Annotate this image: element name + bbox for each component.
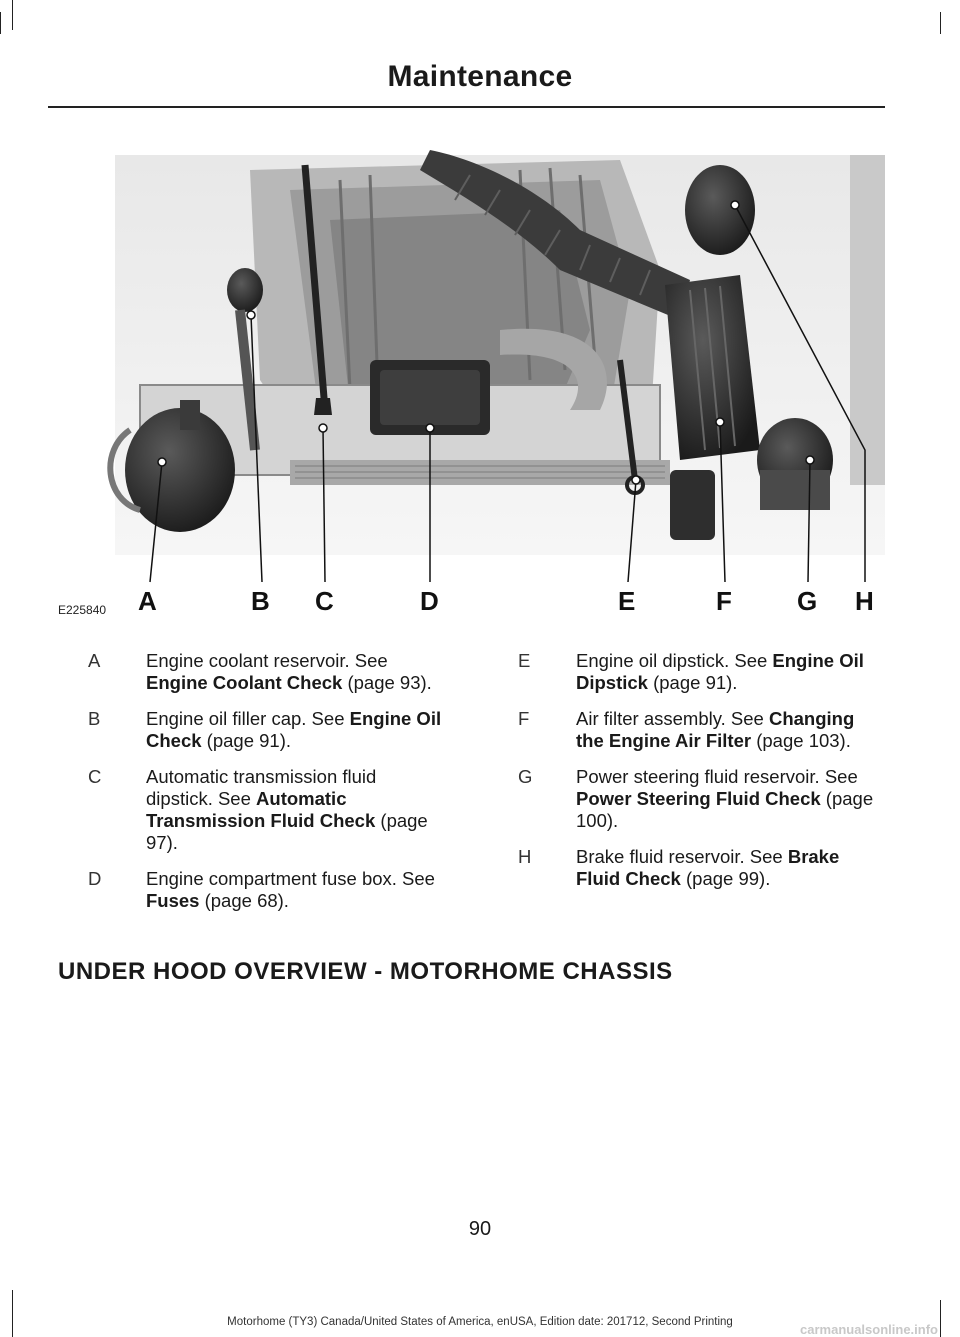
legend-item-g: G Power steering fluid reservoir. See Po… [518, 766, 874, 831]
legend-key: A [88, 650, 101, 671]
callout-c: C [315, 586, 334, 616]
callout-f: F [716, 586, 732, 616]
legend-item-c: C Automatic transmission fluid dipstick.… [88, 766, 428, 853]
footer-text: Motorhome (TY3) Canada/United States of … [227, 1316, 733, 1328]
legend-key: E [518, 650, 531, 671]
cross-reference-link[interactable]: Fuses [146, 890, 200, 911]
page-number: 90 [468, 1218, 492, 1240]
callout-leaders [149, 204, 866, 583]
crop-mark [940, 12, 941, 34]
callout-dots [157, 200, 815, 485]
cross-reference-link[interactable]: Automatic Transmission Fluid Check [146, 788, 376, 831]
legend-key: B [88, 708, 101, 729]
engine-bay-figure: A B C D E F G H E225840 [58, 150, 885, 617]
legend-key: C [88, 766, 102, 787]
cross-reference-link[interactable]: Changing the Engine Air Filter [576, 708, 855, 751]
crop-mark [12, 0, 13, 30]
figure-code: E225840 [58, 603, 106, 617]
legend-item-a: A Engine coolant reservoir. See Engine C… [88, 650, 432, 693]
legend-key: D [88, 868, 102, 889]
legend-right: E Engine oil dipstick. See Engine Oil Di… [518, 650, 878, 904]
callout-a: A [138, 586, 157, 616]
cross-reference-link[interactable]: Brake Fluid Check [576, 846, 840, 889]
legend-left: A Engine coolant reservoir. See Engine C… [88, 650, 448, 926]
callout-e: E [618, 586, 635, 616]
legend-key: F [518, 708, 530, 729]
cross-reference-link[interactable]: Engine Oil Dipstick [576, 650, 864, 693]
callout-d: D [420, 586, 439, 616]
page-title: Maintenance [387, 60, 573, 93]
crop-mark [12, 1290, 13, 1337]
cross-reference-link[interactable]: Engine Coolant Check [146, 672, 343, 693]
legend-key: G [518, 766, 533, 787]
callout-g: G [797, 586, 817, 616]
legend-item-b: B Engine oil filler cap. See Engine Oil … [88, 708, 442, 751]
cross-reference-link[interactable]: Power Steering Fluid Check [576, 788, 821, 809]
header-rule [48, 106, 885, 108]
engine-illustration [107, 150, 885, 555]
legend-item-f: F Air filter assembly. See Changing the … [518, 708, 855, 751]
legend-item-e: E Engine oil dipstick. See Engine Oil Di… [518, 650, 864, 693]
legend-item-h: H Brake fluid reservoir. See Brake Fluid… [518, 846, 840, 889]
crop-mark [940, 1300, 941, 1337]
callout-b: B [251, 586, 270, 616]
legend-key: H [518, 846, 532, 867]
cross-reference-link[interactable]: Engine Oil Check [146, 708, 442, 751]
crop-mark [0, 12, 1, 34]
legend-item-d: D Engine compartment fuse box. See Fuses… [88, 868, 435, 911]
watermark: carmanualsonline.info [800, 1322, 938, 1337]
section-heading: UNDER HOOD OVERVIEW - MOTORHOME CHASSIS [58, 958, 673, 985]
callout-h: H [855, 586, 874, 616]
